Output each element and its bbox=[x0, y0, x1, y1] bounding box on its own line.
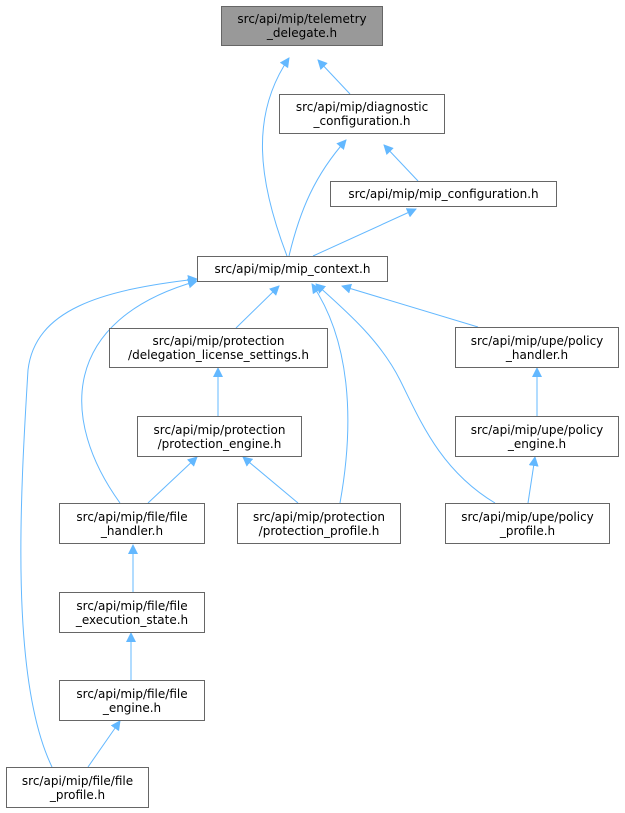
node-label-line: _engine.h bbox=[507, 436, 567, 451]
node-label-line: _delegate.h bbox=[266, 26, 338, 40]
node-label-line: /protection_profile.h bbox=[258, 523, 380, 538]
node-policy-engine[interactable]: src/api/mip/upe/policy _engine.h bbox=[455, 416, 619, 457]
node-label-line: src/api/mip/upe/policy bbox=[461, 509, 594, 524]
edge-protection-profile-to-protection-engine bbox=[242, 456, 299, 504]
node-label-line: src/api/mip/upe/policy bbox=[470, 333, 604, 348]
edge-file-profile-to-file-engine bbox=[87, 720, 121, 768]
node-file-profile[interactable]: src/api/mip/file/file _profile.h bbox=[6, 767, 149, 808]
edge-delegation-to-mip-context bbox=[235, 285, 280, 329]
node-protection-engine[interactable]: src/api/mip/protection /protection_engin… bbox=[137, 416, 302, 457]
node-label-line: _handler.h bbox=[505, 347, 569, 362]
node-diagnostic-configuration[interactable]: src/api/mip/diagnostic _configuration.h bbox=[279, 94, 445, 134]
node-file-execution-state[interactable]: src/api/mip/file/file _execution_state.h bbox=[59, 592, 205, 633]
edge-diagnostic-to-telemetry bbox=[317, 59, 351, 95]
node-label-line: src/api/mip/file/file bbox=[76, 686, 188, 701]
edge-file-handler-to-mip-context bbox=[81, 278, 198, 504]
node-label-line: /delegation_license_settings.h bbox=[128, 348, 309, 362]
edge-file-handler-to-protection-engine bbox=[147, 456, 198, 504]
node-label-line: _profile.h bbox=[49, 787, 106, 802]
node-label-line: src/api/mip/mip_configuration.h bbox=[348, 187, 539, 201]
edge-policy-profile-to-mip-context bbox=[315, 283, 496, 504]
node-label-line: src/api/mip/upe/policy bbox=[470, 422, 604, 437]
edge-mip-configuration-to-diagnostic bbox=[383, 144, 419, 182]
node-label-line: src/api/mip/file/file bbox=[76, 509, 188, 524]
node-telemetry-delegate: src/api/mip/telemetry _delegate.h bbox=[221, 6, 383, 46]
edge-mip-context-to-mip-configuration bbox=[312, 208, 417, 257]
node-file-engine[interactable]: src/api/mip/file/file _engine.h bbox=[59, 680, 205, 721]
edge-policy-handler-to-mip-context bbox=[341, 283, 479, 328]
node-label-line: /protection_engine.h bbox=[157, 436, 282, 451]
node-file-handler[interactable]: src/api/mip/file/file _handler.h bbox=[59, 503, 205, 544]
node-label-line: src/api/mip/protection bbox=[253, 509, 385, 524]
node-label-line: _handler.h bbox=[100, 523, 164, 538]
edge-mip-context-to-diagnostic bbox=[288, 139, 347, 257]
node-delegation-license-settings[interactable]: src/api/mip/protection /delegation_licen… bbox=[109, 328, 328, 368]
node-label-line: src/api/mip/mip_context.h bbox=[214, 262, 371, 276]
edge-policy-profile-to-policy-engine bbox=[527, 456, 539, 504]
node-label-line: _engine.h bbox=[102, 700, 162, 715]
node-label-line: _profile.h bbox=[499, 523, 556, 538]
node-policy-profile[interactable]: src/api/mip/upe/policy _profile.h bbox=[445, 503, 610, 544]
edge-file-profile-to-mip-context bbox=[20, 275, 198, 768]
edge-protection-profile-to-mip-context bbox=[311, 283, 349, 504]
edge-mip-context-to-telemetry bbox=[261, 57, 290, 257]
node-label-line: src/api/mip/protection bbox=[153, 422, 286, 437]
node-mip-configuration[interactable]: src/api/mip/mip_configuration.h bbox=[330, 181, 557, 207]
node-label-line: _configuration.h bbox=[313, 114, 411, 128]
node-mip-context[interactable]: src/api/mip/mip_context.h bbox=[197, 256, 388, 282]
node-protection-profile[interactable]: src/api/mip/protection /protection_profi… bbox=[237, 503, 401, 544]
node-label-line: src/api/mip/telemetry bbox=[237, 12, 367, 26]
node-label-line: src/api/mip/diagnostic bbox=[295, 100, 429, 114]
node-label-line: _execution_state.h bbox=[75, 612, 189, 627]
node-label-line: src/api/mip/file/file bbox=[76, 598, 188, 613]
node-policy-handler[interactable]: src/api/mip/upe/policy _handler.h bbox=[455, 327, 619, 368]
node-label-line: src/api/mip/file/file bbox=[21, 773, 134, 788]
node-label-line: src/api/mip/protection bbox=[152, 334, 285, 348]
